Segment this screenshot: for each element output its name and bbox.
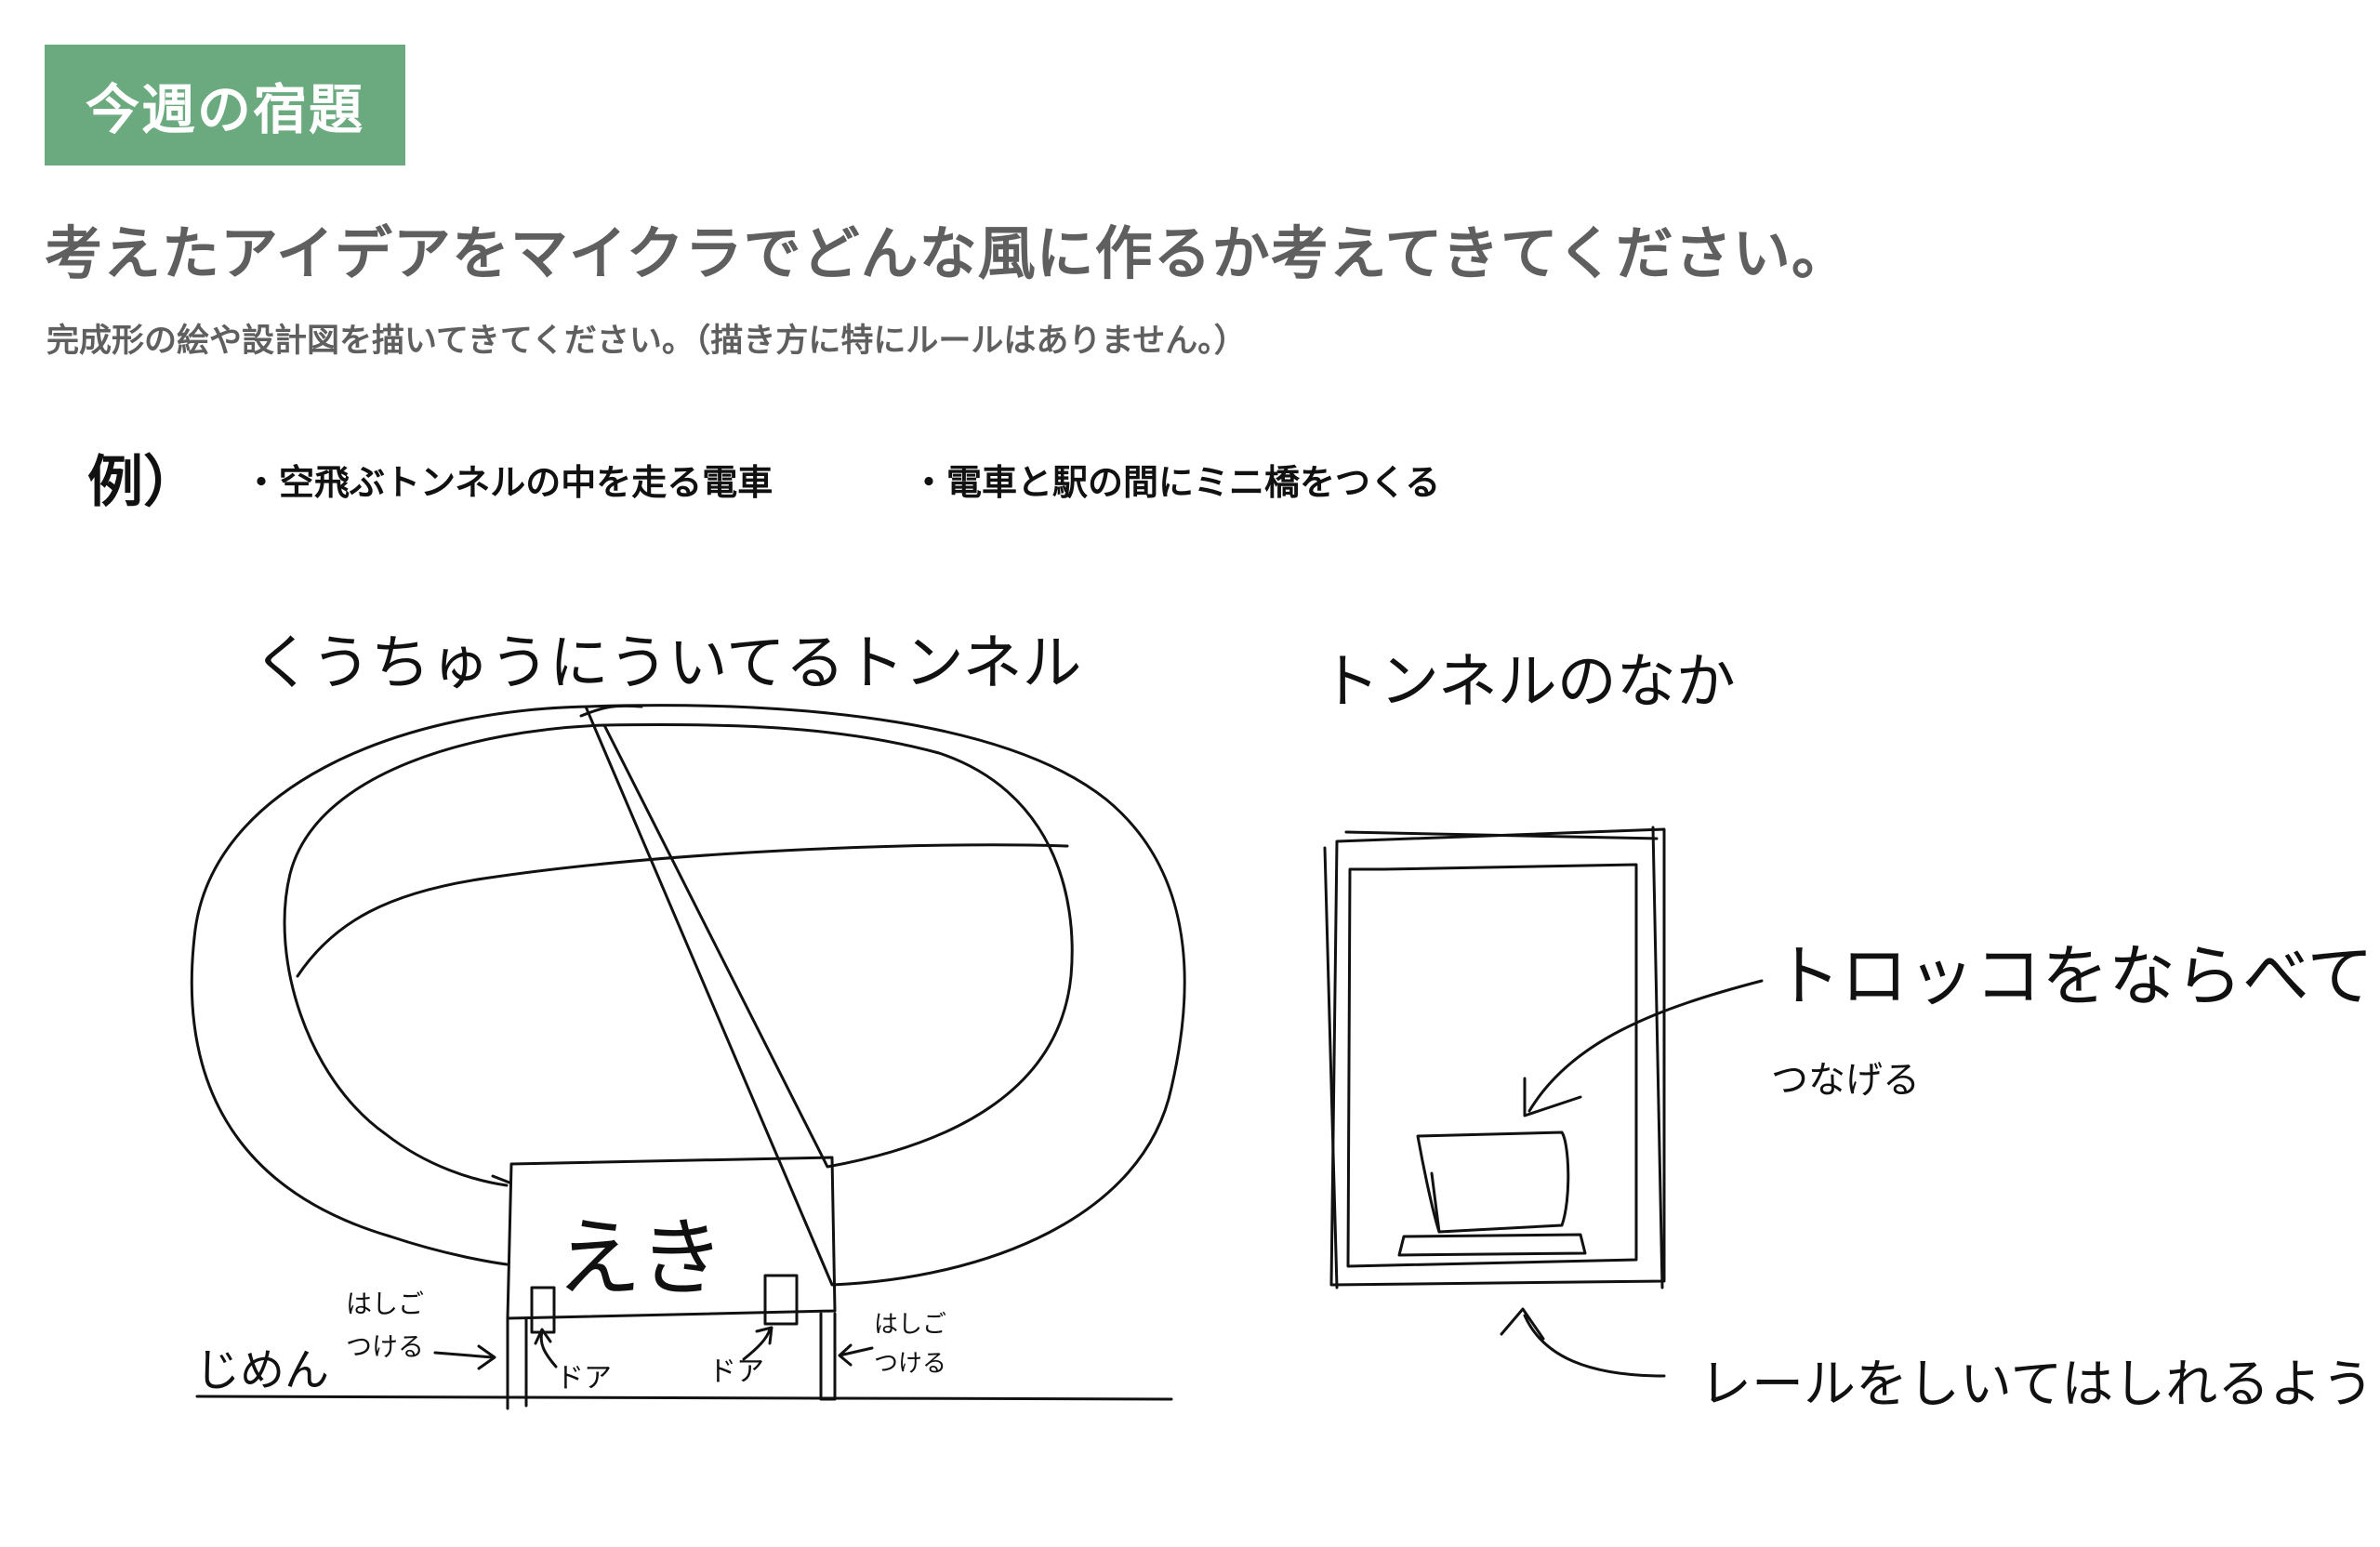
floating-tunnel-title: くうちゅうにういてるトンネル	[253, 629, 1082, 698]
ladder-left-note-2: つける	[346, 1331, 424, 1362]
station-box	[491, 1156, 837, 1410]
example-label: 例）	[87, 450, 199, 515]
ladder-left-note-1: はしご	[346, 1289, 424, 1319]
rail-note: レールをしいてはしれるように	[1699, 1355, 2380, 1415]
ladder-right-arrow	[838, 1343, 874, 1367]
cart-arrow	[1523, 979, 1764, 1117]
tunnel-inside-drawing	[1323, 826, 1666, 1289]
ground-line	[195, 1395, 1173, 1401]
door-left-arrow	[534, 1328, 558, 1368]
station-label: えき	[556, 1209, 724, 1308]
ladder-left-arrow	[433, 1344, 496, 1370]
homework-badge: 今週の宿題	[45, 45, 405, 165]
ground-label: じめん	[195, 1344, 329, 1396]
door-right-label: ドア	[708, 1355, 764, 1388]
ladder-right-note-1: はしご	[874, 1311, 946, 1339]
ladder-right-note-2: つける	[874, 1350, 946, 1378]
floating-tunnel-drawing	[190, 704, 1186, 1287]
example-bullet-2: ・電車と駅の間にミニ橋をつくる	[911, 462, 1441, 503]
cart-note-2: つなげる	[1771, 1059, 1920, 1102]
example-bullet-1: ・空飛ぶトンネルの中を走る電車	[244, 462, 774, 503]
homework-headline: 考えたアイデアをマイクラでどんな風に作るか考えてきてください。	[45, 219, 1850, 287]
door-right-arrow	[742, 1326, 774, 1361]
tunnel-inside-title: トンネルのなか	[1320, 648, 1736, 717]
rail-arrow	[1500, 1307, 1666, 1378]
cart-note-1: トロッコをならべて	[1774, 937, 2373, 1015]
door-left-label: ドア	[556, 1362, 612, 1395]
homework-subline: 完成形の絵や設計図を描いてきてください。（描き方に特にルールはありません。）	[46, 323, 1247, 360]
